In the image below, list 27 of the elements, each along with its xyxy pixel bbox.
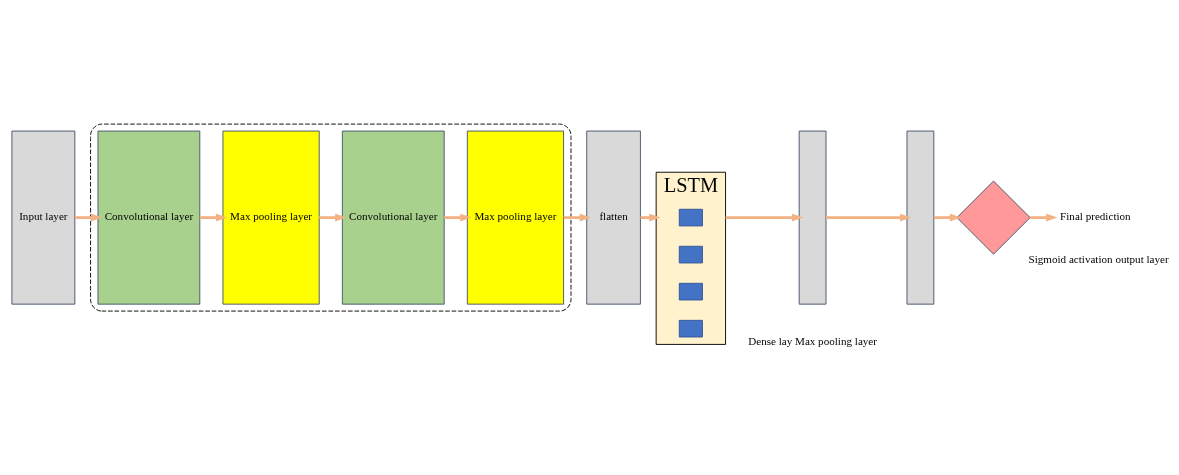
node-box: Max pooling layer — [466, 130, 565, 305]
node-box — [678, 208, 703, 227]
node-text: Final prediction — [1060, 210, 1131, 223]
node-box — [678, 319, 703, 338]
node-bar — [906, 130, 935, 305]
arrow — [725, 213, 804, 222]
node-box — [678, 282, 703, 301]
node-box: Input layer — [11, 130, 76, 305]
arrow — [75, 213, 103, 222]
node-box: Convolutional layer — [97, 130, 201, 305]
arrow — [1030, 213, 1058, 222]
cluster: LSTM — [655, 171, 727, 345]
node-box: flatten — [586, 130, 641, 305]
arrow — [640, 213, 661, 222]
node-diamond — [956, 180, 1031, 255]
arrow — [934, 213, 961, 222]
node-box — [678, 245, 703, 264]
node-box: Max pooling layer — [222, 130, 320, 305]
arrow — [199, 213, 228, 222]
arrow — [319, 213, 347, 222]
arrow — [826, 213, 912, 222]
label: Dense lay Max pooling layer — [748, 334, 877, 347]
arrow — [444, 213, 472, 222]
node-bar — [798, 130, 827, 305]
node-box: Convolutional layer — [341, 130, 445, 305]
node-label: Sigmoid activation output layer — [1028, 253, 1169, 266]
arrow — [563, 213, 591, 222]
